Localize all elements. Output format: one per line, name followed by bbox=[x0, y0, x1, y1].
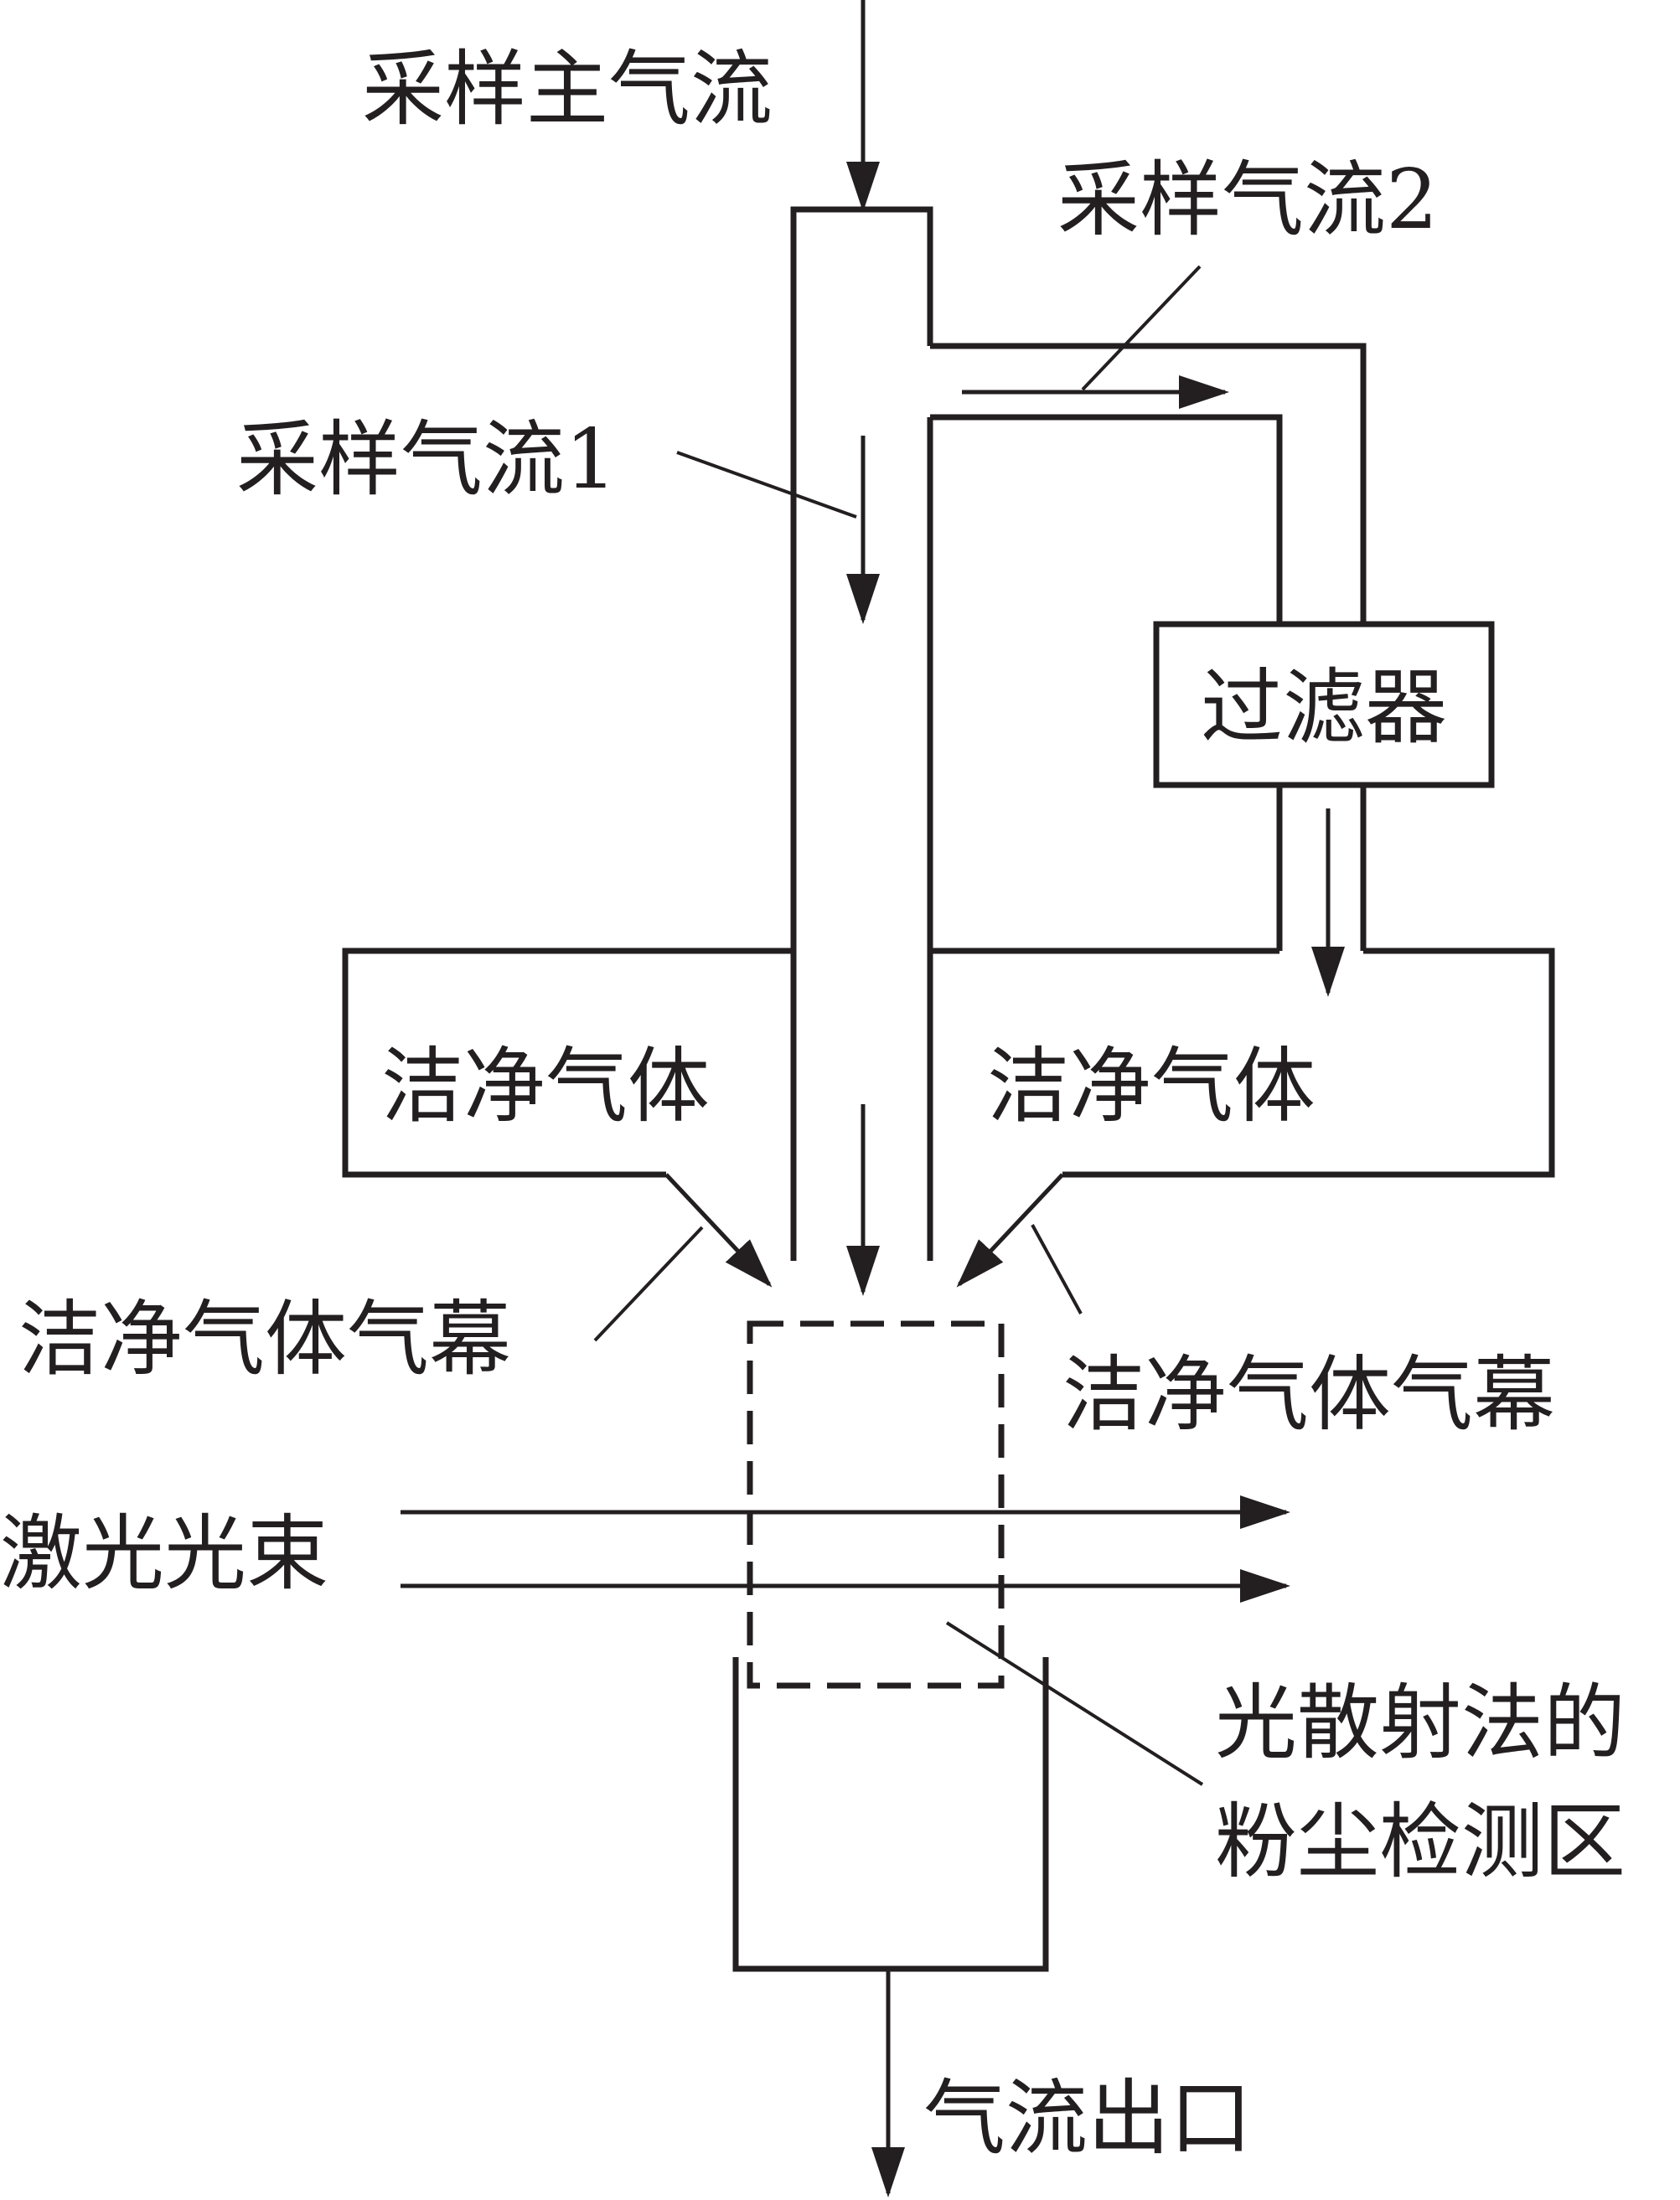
clean-gas-right-label: 洁净气体 bbox=[987, 1039, 1316, 1134]
detection-zone-label-line1: 光散射法的 bbox=[1215, 1676, 1626, 1771]
detection-zone-leader bbox=[945, 1621, 1204, 1786]
curtain-left-leader bbox=[593, 1226, 704, 1342]
outlet-label: 气流出口 bbox=[923, 2071, 1252, 2166]
bypass-outer-wall bbox=[930, 343, 1367, 624]
clean-gas-curtain-left-label: 洁净气体气幕 bbox=[18, 1292, 511, 1387]
curtain-right-leader bbox=[1031, 1224, 1083, 1314]
filter-box bbox=[1153, 621, 1495, 788]
sample-flow-2-label: 采样气流2 bbox=[1057, 152, 1438, 248]
curtain-arrow-left bbox=[664, 1173, 773, 1288]
sampling-tube-left-wall bbox=[790, 206, 933, 1261]
sample-flow-2-leader bbox=[1081, 265, 1202, 391]
clean-gas-chamber-right-outer bbox=[1062, 948, 1555, 1178]
bypass-inner-wall bbox=[930, 414, 1283, 624]
curtain-arrow-right bbox=[956, 1173, 1064, 1288]
clean-gas-curtain-right-label: 洁净气体气幕 bbox=[1062, 1347, 1555, 1443]
clean-gas-left-label: 洁净气体 bbox=[381, 1039, 710, 1134]
detection-zone-box bbox=[747, 1320, 1005, 1689]
sample-flow-1-label: 采样气流1 bbox=[236, 412, 617, 508]
laser-beam-label: 激光光束 bbox=[0, 1506, 328, 1602]
clean-gas-chamber-left bbox=[342, 948, 793, 1178]
sample-flow-1-leader bbox=[676, 451, 857, 519]
detection-zone-label-line2: 粉尘检测区 bbox=[1215, 1795, 1626, 1890]
filter-label: 过滤器 bbox=[1201, 660, 1447, 756]
collector-vessel bbox=[732, 1657, 1049, 1972]
main-sample-flow-label: 采样主气流 bbox=[362, 42, 773, 137]
